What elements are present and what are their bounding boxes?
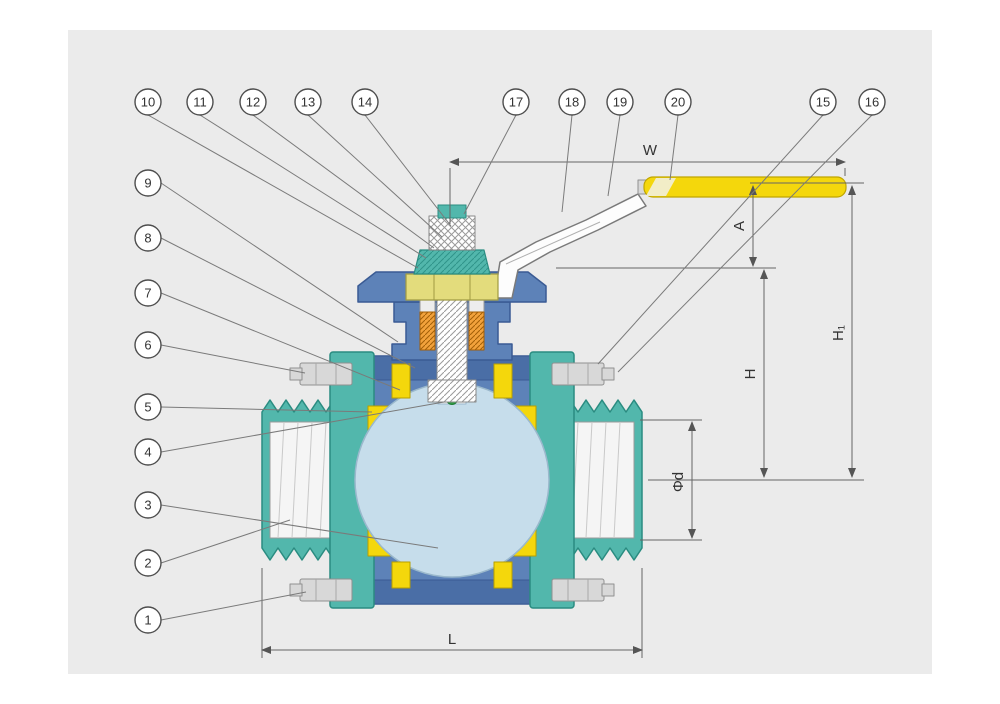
callout-16: 16 — [858, 88, 886, 116]
dimension-h — [648, 269, 864, 481]
svg-text:12: 12 — [246, 95, 260, 110]
svg-text:17: 17 — [509, 95, 523, 110]
stem-nut-stack — [405, 204, 499, 301]
dimension-h1 — [750, 182, 864, 478]
dim-label-a: A — [731, 221, 748, 231]
callout-7: 7 — [134, 279, 162, 307]
seal-patches — [391, 363, 513, 589]
right-end-cap — [563, 399, 643, 561]
dim-label-bore: Φd — [670, 472, 687, 492]
callout-6: 6 — [134, 331, 162, 359]
dim-label-h1: H₁ — [830, 325, 847, 341]
dimension-bore — [640, 419, 702, 541]
dimension-labels: W A H H₁ Φd L — [448, 142, 847, 648]
dim-label-l: L — [448, 631, 456, 648]
svg-text:15: 15 — [816, 95, 830, 110]
callout-2: 2 — [134, 549, 162, 577]
svg-text:16: 16 — [865, 95, 879, 110]
svg-text:3: 3 — [144, 498, 151, 513]
svg-text:18: 18 — [565, 95, 579, 110]
callout-12: 12 — [239, 88, 267, 116]
svg-text:7: 7 — [144, 286, 151, 301]
svg-text:1: 1 — [144, 613, 151, 628]
svg-text:19: 19 — [613, 95, 627, 110]
svg-text:8: 8 — [144, 231, 151, 246]
callout-1: 1 — [134, 606, 162, 634]
callout-17: 17 — [502, 88, 530, 116]
svg-text:6: 6 — [144, 338, 151, 353]
callout-4: 4 — [134, 438, 162, 466]
callout-19: 19 — [606, 88, 634, 116]
callout-8: 8 — [134, 224, 162, 252]
svg-text:5: 5 — [144, 400, 151, 415]
dimension-w — [449, 158, 846, 224]
left-end-cap — [261, 399, 341, 561]
callout-20: 20 — [664, 88, 692, 116]
callout-3: 3 — [134, 491, 162, 519]
svg-text:13: 13 — [301, 95, 315, 110]
callout-11: 11 — [186, 88, 214, 116]
dim-label-h: H — [742, 369, 759, 380]
callout-15: 15 — [809, 88, 837, 116]
valve-drawing — [261, 176, 847, 609]
dim-label-w: W — [643, 142, 658, 159]
dimensions — [261, 158, 864, 658]
callout-14: 14 — [351, 88, 379, 116]
handle-grip — [637, 176, 847, 198]
svg-text:10: 10 — [141, 95, 155, 110]
handle-arm — [493, 193, 647, 299]
svg-text:9: 9 — [144, 176, 151, 191]
dimension-a — [556, 185, 776, 269]
flange-bolts — [289, 362, 615, 602]
callout-9: 9 — [134, 169, 162, 197]
callout-5: 5 — [134, 393, 162, 421]
svg-text:14: 14 — [358, 95, 372, 110]
svg-text:11: 11 — [193, 95, 207, 110]
svg-text:2: 2 — [144, 556, 151, 571]
leader-lines — [147, 114, 873, 621]
svg-text:4: 4 — [144, 445, 151, 460]
dimension-l — [261, 568, 643, 658]
svg-text:20: 20 — [671, 95, 685, 110]
callout-18: 18 — [558, 88, 586, 116]
callout-balloons: 10 11 12 13 14 17 18 19 20 15 16 9 8 7 6… — [134, 88, 886, 634]
stem — [427, 297, 477, 403]
callout-10: 10 — [134, 88, 162, 116]
callout-13: 13 — [294, 88, 322, 116]
